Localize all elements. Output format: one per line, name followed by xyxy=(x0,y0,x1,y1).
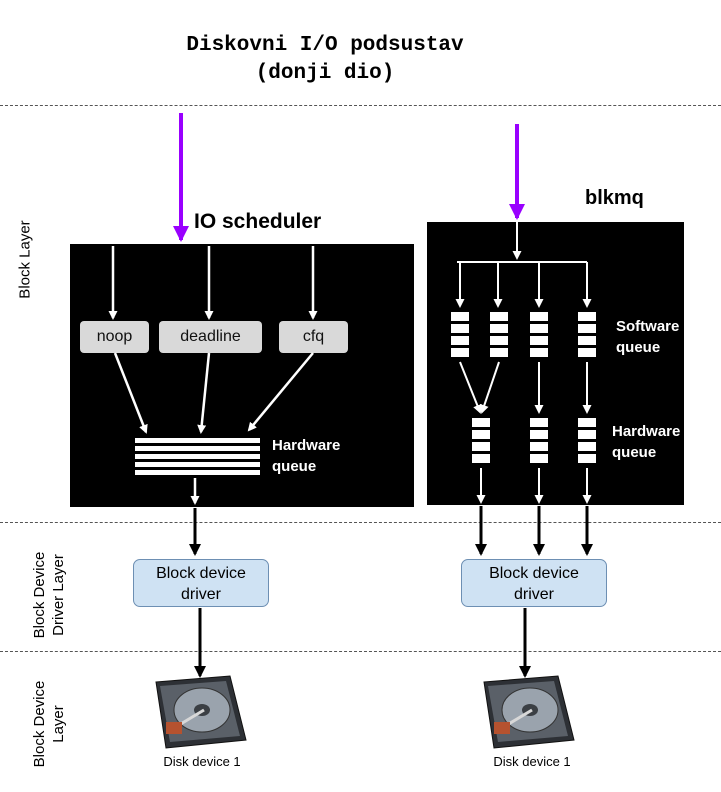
title-line2: (donji dio) xyxy=(255,62,395,85)
right-disk-label: Disk device 1 xyxy=(493,754,571,769)
separator-driver-layer xyxy=(0,651,721,652)
arrow-cfq-to-queue xyxy=(247,352,314,432)
left-block-device-driver[interactable]: Block device driver xyxy=(133,559,269,607)
software-queues xyxy=(451,312,596,357)
right-hardware-queues xyxy=(472,418,596,463)
left-hw-queue-label: Hardware queue xyxy=(272,437,341,475)
scheduler-cfq[interactable]: cfq xyxy=(279,321,348,353)
title-line1: Diskovni I/O podsustav xyxy=(186,34,464,57)
right-disk-icon xyxy=(483,675,575,749)
arrow-deadline-to-queue xyxy=(197,352,211,434)
left-hardware-queue xyxy=(135,438,260,475)
left-disk-icon xyxy=(155,675,247,749)
right-block-device-driver[interactable]: Block device driver xyxy=(461,559,607,607)
arrow-noop-to-queue xyxy=(113,352,148,434)
scheduler-deadline[interactable]: deadline xyxy=(159,321,262,353)
diagram-title: Diskovni I/O podsustav (donji dio) xyxy=(0,32,650,88)
separator-top xyxy=(0,105,721,106)
separator-block-layer xyxy=(0,522,721,523)
left-disk-label: Disk device 1 xyxy=(163,754,241,769)
io-scheduler-title: IO scheduler xyxy=(194,210,322,233)
scheduler-noop[interactable]: noop xyxy=(80,321,149,353)
right-sw-queue-label: Software queue xyxy=(616,318,680,356)
right-hw-queue-label: Hardware queue xyxy=(612,423,681,461)
blkmq-title: blkmq xyxy=(585,187,644,209)
blkmq-panel xyxy=(427,222,684,505)
